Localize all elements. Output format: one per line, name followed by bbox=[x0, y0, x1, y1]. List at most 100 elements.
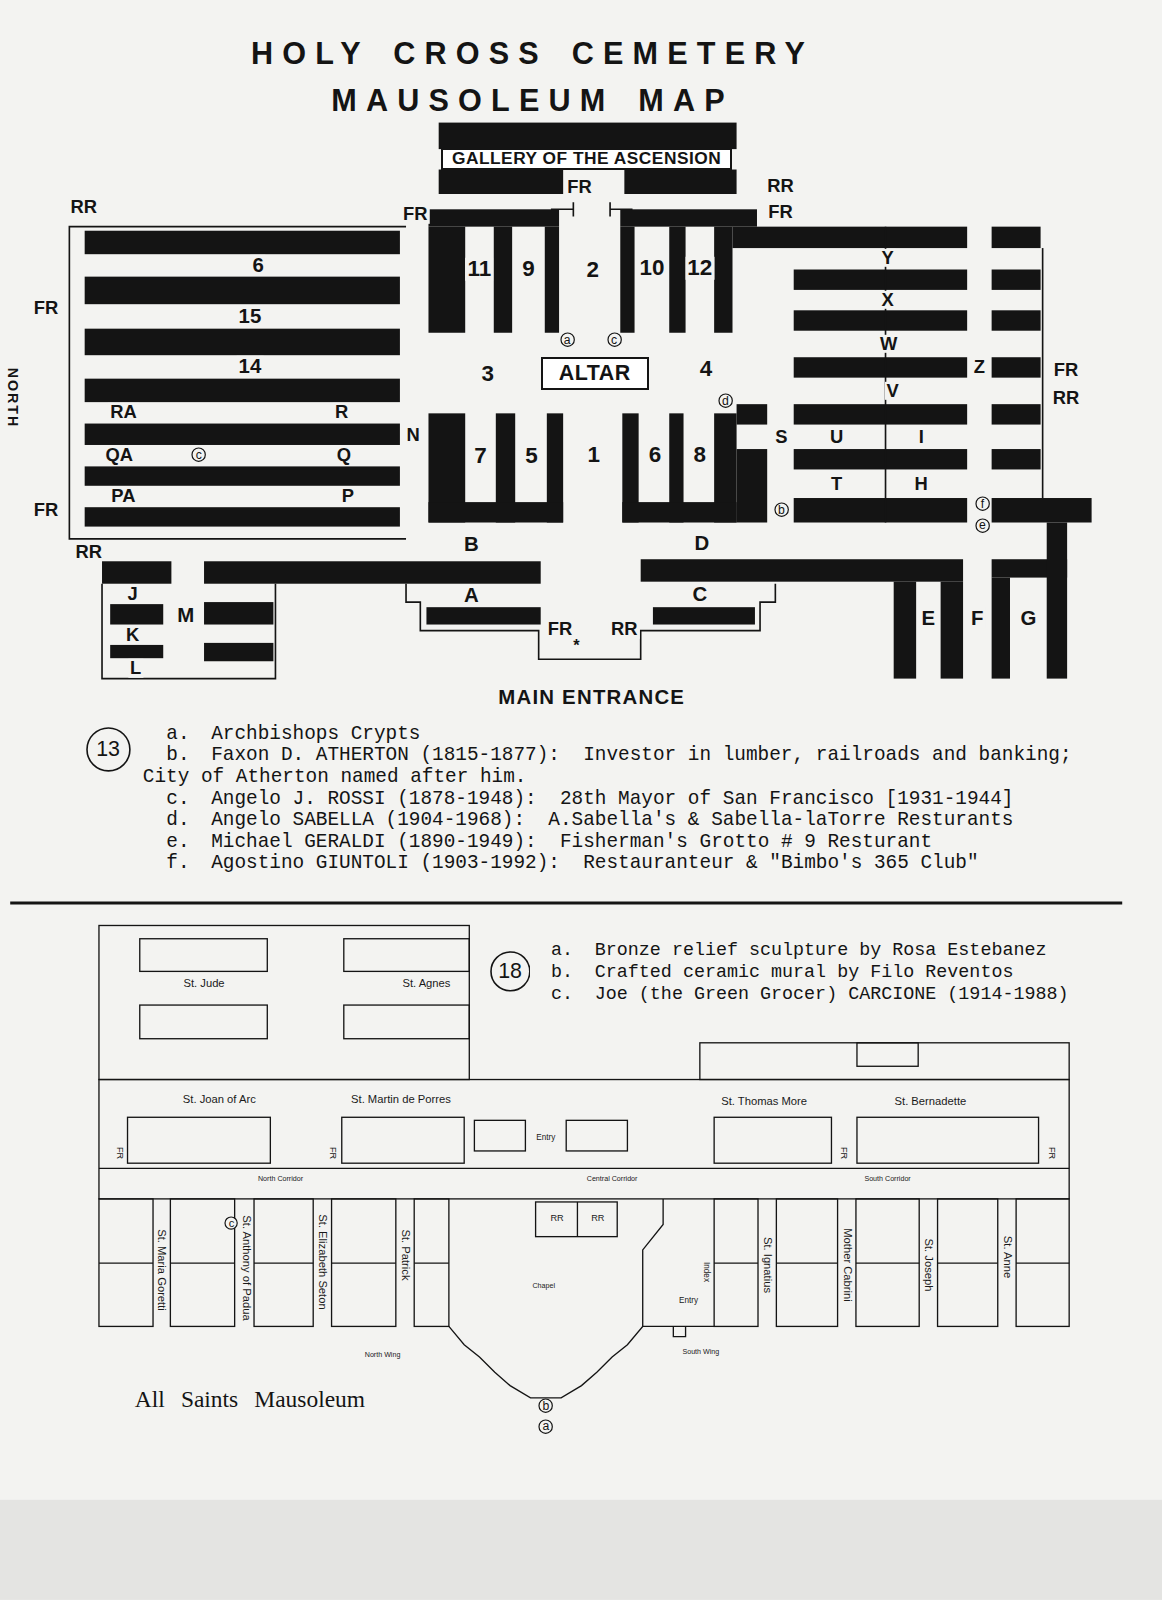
section-label: 4 bbox=[698, 358, 714, 380]
room-label: Entry bbox=[535, 1133, 556, 1141]
outline-line bbox=[102, 584, 275, 679]
room-label: North Corridor bbox=[257, 1177, 304, 1184]
section-label: 12 bbox=[685, 257, 714, 279]
room-label: South Corridor bbox=[863, 1177, 911, 1184]
callout-letter: f bbox=[975, 496, 990, 511]
plan-line bbox=[449, 1199, 663, 1398]
section-label: FR bbox=[565, 178, 593, 196]
room-label: St. Anthony of Padua bbox=[240, 1214, 251, 1321]
altar-box: ALTAR bbox=[541, 357, 649, 391]
crypt-bar bbox=[992, 310, 1041, 330]
note-text: Agostino GIUNTOLI (1903-1992): Restauran… bbox=[211, 853, 978, 874]
section-label: FR bbox=[766, 203, 794, 221]
room-outline bbox=[700, 1043, 1069, 1080]
room-label: Central Corridor bbox=[586, 1177, 639, 1184]
plan-line bbox=[577, 1202, 578, 1237]
callout-letter: b bbox=[774, 502, 789, 517]
section-label: J bbox=[126, 585, 140, 603]
section-label: RR bbox=[609, 620, 640, 638]
outline-line bbox=[1042, 248, 1044, 498]
plan-line bbox=[99, 1168, 1069, 1169]
crypt-bar bbox=[794, 449, 967, 469]
section-number: 18 bbox=[490, 951, 531, 992]
room-label: St. Anne bbox=[1001, 1235, 1012, 1279]
section-label: FR bbox=[32, 299, 60, 317]
crypt-bar bbox=[641, 559, 963, 581]
callout-letter: c bbox=[607, 332, 622, 347]
room-outline bbox=[566, 1120, 627, 1151]
crypt-bar bbox=[737, 449, 768, 522]
crypt-bar bbox=[204, 602, 273, 624]
section-label: Z bbox=[972, 358, 987, 376]
outline-lines bbox=[10, 202, 1122, 903]
section-label: 8 bbox=[692, 444, 708, 466]
map-title: HOLY CROSS CEMETERY MAUSOLEUM MAP bbox=[196, 30, 869, 124]
crypt-bar bbox=[110, 645, 163, 658]
section-label: X bbox=[879, 291, 895, 309]
crypt-bar bbox=[941, 582, 963, 679]
node-text: a bbox=[564, 334, 571, 346]
crypt-bar bbox=[428, 209, 559, 226]
section-number: 13 bbox=[86, 727, 131, 772]
room-label: FR bbox=[327, 1146, 336, 1160]
room-label: St. Maria Goretti bbox=[156, 1228, 167, 1312]
room-outline bbox=[857, 1117, 1039, 1163]
note-text: Michael GERALDI (1890-1949): Fisherman's… bbox=[211, 832, 932, 853]
callout-circle bbox=[87, 728, 130, 771]
room-label: St. Joseph bbox=[923, 1238, 934, 1293]
crypt-bar bbox=[620, 209, 757, 226]
room-label: St. Jude bbox=[182, 979, 225, 990]
paper-edge bbox=[0, 1500, 1162, 1600]
note-text: a. bbox=[551, 941, 573, 961]
room-label: St. Thomas More bbox=[720, 1096, 808, 1107]
note-text: d. bbox=[166, 811, 189, 832]
note-text: Bronze relief sculpture by Rosa Estebane… bbox=[595, 941, 1047, 961]
node-text: c bbox=[611, 334, 617, 346]
crypt-bar bbox=[102, 561, 171, 583]
section-label: F bbox=[969, 608, 985, 628]
room-outline bbox=[344, 939, 469, 972]
section-label: * bbox=[571, 637, 581, 653]
room-label: Index bbox=[702, 1261, 710, 1283]
callout-letter: b bbox=[538, 1398, 553, 1413]
callout-letter: a bbox=[538, 1419, 553, 1434]
outline-line bbox=[10, 902, 1122, 905]
note-text: Crafted ceramic mural by Filo Reventos bbox=[595, 963, 1014, 983]
room-label: St. Bernadette bbox=[894, 1096, 968, 1107]
crypt-bar bbox=[992, 578, 1010, 679]
crypt-bar bbox=[204, 561, 541, 583]
section-label: C bbox=[690, 584, 709, 604]
room-label: RR bbox=[549, 1215, 564, 1224]
room-outline bbox=[474, 1120, 525, 1151]
crypt-bar bbox=[794, 498, 967, 522]
callout-circle bbox=[491, 952, 530, 991]
section-label: D bbox=[693, 533, 712, 553]
note-text: e. bbox=[166, 832, 189, 853]
outline-line bbox=[885, 227, 887, 523]
callout-letter: c bbox=[224, 1216, 238, 1230]
section-label: S bbox=[773, 427, 789, 445]
section-label: 3 bbox=[479, 363, 495, 385]
crypt-bar bbox=[85, 466, 400, 485]
section-label: L bbox=[128, 659, 143, 677]
room-outline bbox=[128, 1117, 271, 1163]
crypt-bar bbox=[992, 498, 1092, 522]
room-label: St. Joan of Arc bbox=[182, 1094, 257, 1105]
note-text: b. bbox=[551, 963, 573, 983]
crypt-bars bbox=[85, 123, 1092, 679]
note-text: f. bbox=[166, 853, 189, 874]
note-text: Archbishops Crypts bbox=[211, 724, 420, 745]
room-outline bbox=[342, 1117, 464, 1163]
section-label: 1 bbox=[586, 444, 602, 466]
compass-label: NORTH bbox=[6, 368, 20, 429]
room-label: FR bbox=[1046, 1146, 1055, 1160]
section-label: V bbox=[885, 382, 901, 400]
room-outline bbox=[536, 1202, 618, 1237]
section-label: 6 bbox=[647, 444, 663, 466]
plan-rooms bbox=[99, 925, 1069, 1397]
section-label: K bbox=[124, 625, 141, 643]
section-label: RR bbox=[765, 176, 796, 194]
room-label: Mother Cabrini bbox=[841, 1227, 852, 1303]
room-outline bbox=[857, 1043, 918, 1066]
